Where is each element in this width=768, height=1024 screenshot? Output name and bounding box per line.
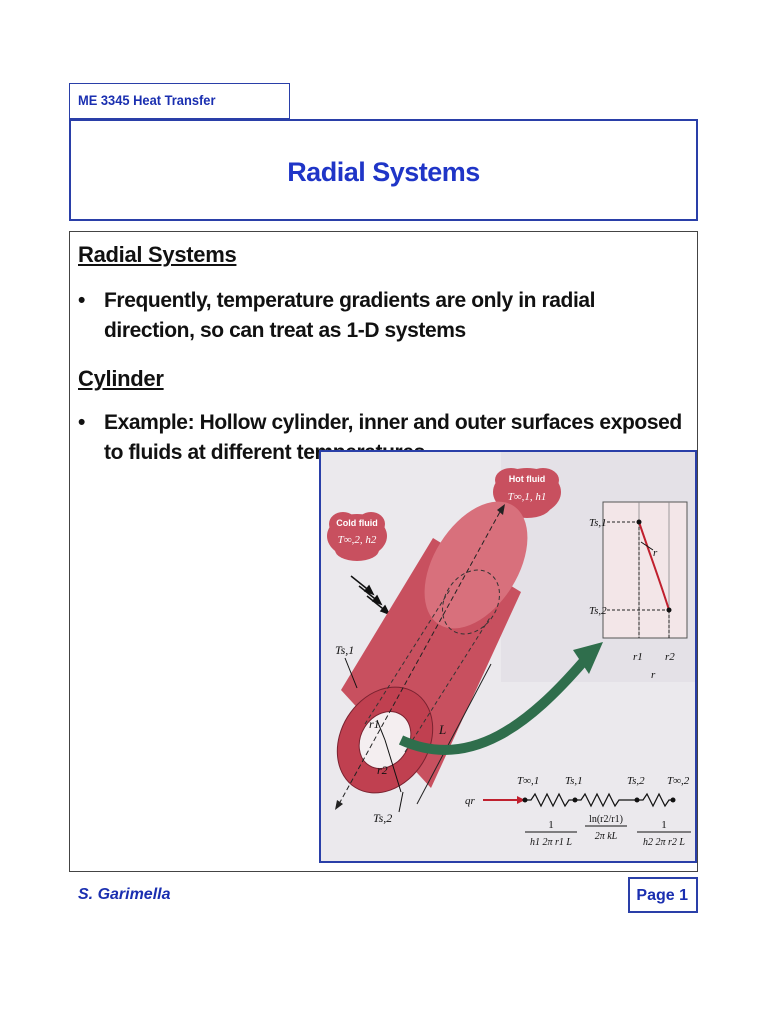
green-arrow xyxy=(398,658,587,755)
section-heading-cylinder: Cylinder xyxy=(78,366,164,391)
section-heading-radial-systems: Radial Systems xyxy=(78,242,237,267)
node-ts2: Ts,2 xyxy=(627,775,645,787)
r1-label: r1 xyxy=(369,717,380,731)
temperature-graph: r Ts,1 Ts,2 r1 r2 r xyxy=(589,501,688,681)
axis-line xyxy=(335,504,505,810)
length-label: L xyxy=(438,722,446,737)
resistance2-denominator: 2π kL xyxy=(595,831,618,842)
qr-label: qr xyxy=(465,795,476,807)
cold-fluid-label: Cold fluid xyxy=(336,518,378,528)
resistance1-denominator: h1 2π r1 L xyxy=(530,837,572,848)
page-title: Radial Systems xyxy=(287,157,480,187)
r2-label: r2 xyxy=(377,763,388,777)
hot-fluid-label: Hot fluid xyxy=(509,474,546,484)
author-name: S. Garimella xyxy=(78,886,171,903)
content-box: Radial Systems • Frequently, temperature… xyxy=(69,231,698,872)
graph-r-small: r xyxy=(653,547,658,559)
resistance2-numerator: ln(r2/r1) xyxy=(589,814,623,825)
cold-fluid-params: T∞,2, h2 xyxy=(338,534,377,546)
green-arrowhead xyxy=(573,642,603,674)
cold-fluid-cloud: Cold fluid T∞,2, h2 xyxy=(327,512,387,561)
hot-fluid-params: T∞,1, h1 xyxy=(508,491,547,503)
page-number: Page 1 xyxy=(636,887,688,904)
resistance1-numerator: 1 xyxy=(548,819,554,831)
title-box: Radial Systems xyxy=(69,119,698,221)
thermal-circuit: qr T∞,1 Ts,1 Ts,2 T∞,2 1 h1 2π r1 L ln(r… xyxy=(465,775,691,848)
r2-line xyxy=(384,739,402,793)
graph-ts1-label: Ts,1 xyxy=(589,517,607,529)
bullet-item: • Example: Hollow cylinder, inner and ou… xyxy=(78,408,682,470)
graph-r2-label: r2 xyxy=(665,651,675,663)
bullet-dot: • xyxy=(78,411,85,434)
r1-line xyxy=(376,719,386,741)
resistance3-numerator: 1 xyxy=(661,819,667,831)
node-ts1: Ts,1 xyxy=(565,775,583,787)
bullet-item: • Frequently, temperature gradients are … xyxy=(78,286,678,348)
cold-fluid-arrows xyxy=(350,575,391,616)
bullet-dot: • xyxy=(78,289,85,312)
page-number-box: Page 1 xyxy=(628,877,698,913)
length-dimension xyxy=(416,663,492,805)
course-label-box: ME 3345 Heat Transfer xyxy=(69,83,290,119)
hollow-cylinder-figure: Hot fluid T∞,1, h1 Cold fluid T∞,2, h2 xyxy=(319,450,697,863)
course-label: ME 3345 Heat Transfer xyxy=(78,92,216,108)
graph-ts2-label: Ts,2 xyxy=(589,605,607,617)
resistance3-denominator: h2 2π r2 L xyxy=(643,837,685,848)
bullet-text: Frequently, temperature gradients are on… xyxy=(104,289,596,342)
ts1-label: Ts,1 xyxy=(335,643,354,657)
graph-r1-label: r1 xyxy=(633,651,643,663)
cylinder xyxy=(336,501,528,794)
node-tinf1: T∞,1 xyxy=(517,775,539,787)
graph-r-axis-label: r xyxy=(651,669,656,681)
node-tinf2: T∞,2 xyxy=(667,775,690,787)
ts2-label: Ts,2 xyxy=(373,811,392,825)
